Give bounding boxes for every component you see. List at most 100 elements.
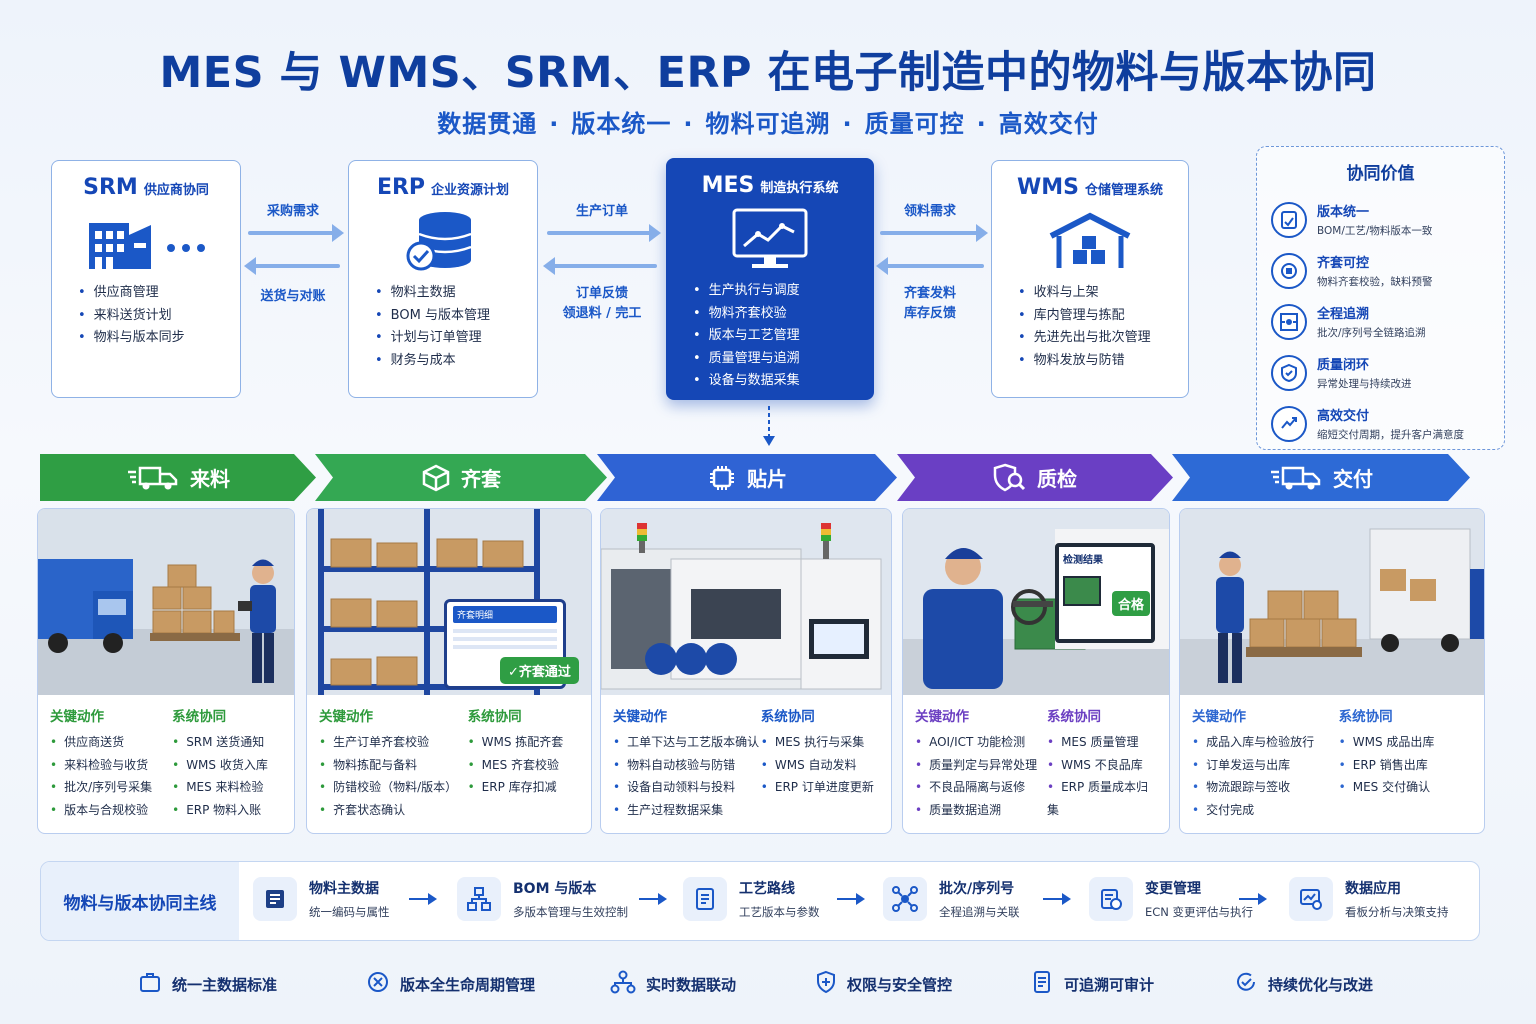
system-sync: WMS 拣配齐套: [468, 731, 579, 754]
stage-label: 贴片: [747, 467, 787, 491]
system-item: 供应商管理: [78, 282, 224, 305]
connector-label: 采购需求: [266, 204, 319, 219]
database-icon: [365, 200, 521, 282]
master-data-icon: [253, 877, 297, 921]
footer-label: 权限与安全管控: [847, 975, 953, 994]
step-title: 工艺路线: [739, 881, 795, 897]
value-item-desc: 缩短交付周期，提升客户满意度: [1317, 429, 1464, 441]
kitting-passed-badge: ✓齐套通过: [500, 657, 579, 684]
key-action: 版本与合规校验: [50, 799, 172, 822]
inspection-photo: 检测结果 合格: [903, 509, 1169, 695]
bom-icon: [457, 877, 501, 921]
key-action: 生产过程数据采集: [613, 799, 761, 822]
stage-banner: 来料: [40, 454, 316, 501]
arrow-right-icon: [1239, 893, 1267, 905]
step-desc: 全程追溯与关联: [939, 905, 1020, 919]
mainline-step: 物料主数据统一编码与属性: [253, 877, 390, 921]
stage-label: 质检: [1037, 467, 1077, 491]
arrow-right-icon: [639, 893, 667, 905]
system-sync: ERP 订单进度更新: [761, 776, 879, 799]
arrow-down-icon: [763, 406, 775, 446]
stage-banner: 质检: [897, 454, 1173, 501]
arrow-right-icon: [409, 893, 437, 905]
trace-icon: [1271, 303, 1307, 340]
monitor-chart-icon: [683, 198, 857, 280]
system-sync-title: 系统协同: [172, 709, 227, 725]
footer-item: 持续优化与改进: [1234, 970, 1373, 998]
system-sync: MES 交付确认: [1339, 776, 1472, 799]
system-item: 物料发放与防错: [1018, 350, 1172, 373]
security-icon: [815, 970, 837, 998]
key-action: 生产订单齐套校验: [319, 731, 468, 754]
factory-icon: [68, 200, 224, 282]
stage-card-incoming: 关键动作 供应商送货来料检验与收货批次/序列号采集版本与合规校验 系统协同 SR…: [37, 508, 295, 834]
lifecycle-icon: [366, 970, 390, 998]
value-item-title: 全程追溯: [1317, 307, 1370, 322]
system-sync: MES 齐套校验: [468, 754, 579, 777]
subtitle-item: 数据贯通: [437, 110, 538, 138]
smt-photo: [601, 509, 891, 695]
system-item: 收料与上架: [1018, 282, 1172, 305]
footer-item: 统一主数据标准: [138, 970, 277, 998]
footer-item: 权限与安全管控: [815, 970, 952, 998]
step-title: 物料主数据: [309, 881, 379, 897]
key-action: 不良品隔离与返修: [915, 776, 1047, 799]
system-sync: SRM 送货通知: [172, 731, 282, 754]
mainline-step: 批次/序列号全程追溯与关联: [883, 877, 1020, 921]
stage-card-smt: 关键动作 工单下达与工艺版本确认物料自动核验与防错设备自动领料与投料生产过程数据…: [600, 508, 892, 834]
value-item-desc: 异常处理与持续改进: [1317, 378, 1412, 390]
system-sync: ERP 库存扣减: [468, 776, 579, 799]
system-sync: WMS 不良品库: [1047, 754, 1157, 777]
system-item: 来料送货计划: [78, 305, 224, 328]
truck-icon: [1269, 464, 1323, 492]
system-name: ERP: [376, 175, 426, 200]
key-actions-title: 关键动作: [319, 709, 373, 725]
link-icon: [610, 970, 636, 998]
step-desc: 多版本管理与生效控制: [513, 905, 628, 919]
value-item: 高效交付缩短交付周期，提升客户满意度: [1271, 398, 1490, 449]
key-action: AOI/ICT 功能检测: [915, 731, 1047, 754]
key-action: 物料自动核验与防错: [613, 754, 761, 777]
stage-banner: 齐套: [315, 454, 607, 501]
key-actions-title: 关键动作: [915, 709, 969, 725]
panel-header: 检测结果: [1063, 555, 1103, 566]
stage-label: 齐套: [461, 467, 501, 491]
system-name: WMS: [1016, 175, 1079, 200]
route-icon: [683, 877, 727, 921]
truck-icon: [126, 464, 180, 492]
system-item: 财务与成本: [375, 350, 521, 373]
value-item-title: 齐套可控: [1317, 256, 1370, 271]
arrow-left-icon: [543, 257, 657, 275]
stage-card-kitting: 齐套明细 ✓齐套通过 关键动作 生产订单齐套校验物料拣配与备料防错校验（物料/版…: [306, 508, 592, 834]
system-sync: WMS 自动发料: [761, 754, 879, 777]
system-item: 计划与订单管理: [375, 327, 521, 350]
connector-label: 齐套发料 库存反馈: [903, 286, 956, 321]
system-sync: MES 执行与采集: [761, 731, 879, 754]
arrow-right-icon: [880, 224, 988, 242]
value-item-desc: 批次/序列号全链路追溯: [1317, 327, 1426, 339]
value-item-desc: 物料齐套校验，缺料预警: [1317, 276, 1433, 288]
mainline-step: 数据应用看板分析与决策支持: [1289, 877, 1449, 921]
system-name: SRM: [83, 175, 138, 200]
subtitle-item: 版本统一: [571, 110, 672, 138]
system-sync-title: 系统协同: [760, 709, 815, 725]
key-action: 供应商送货: [50, 731, 172, 754]
system-sync-title: 系统协同: [1047, 709, 1101, 725]
footer-item: 实时数据联动: [610, 970, 736, 998]
footer-item: 可追溯可审计: [1032, 970, 1154, 998]
stage-card-inspection: 检测结果 合格 关键动作 AOI/ICT 功能检测质量判定与异常处理不良品隔离与…: [902, 508, 1170, 834]
delivery-photo: [1180, 509, 1484, 695]
step-title: BOM 与版本: [513, 881, 597, 897]
arrow-right-icon: [1043, 893, 1071, 905]
system-item: 先进先出与批次管理: [1018, 327, 1172, 350]
mainline-bar: 物料与版本协同主线 物料主数据统一编码与属性 BOM 与版本多版本管理与生效控制…: [40, 861, 1480, 941]
key-action: 物料拣配与备料: [319, 754, 468, 777]
value-item-title: 版本统一: [1317, 205, 1370, 220]
footer-label: 实时数据联动: [646, 975, 737, 994]
optimize-icon: [1234, 970, 1258, 998]
